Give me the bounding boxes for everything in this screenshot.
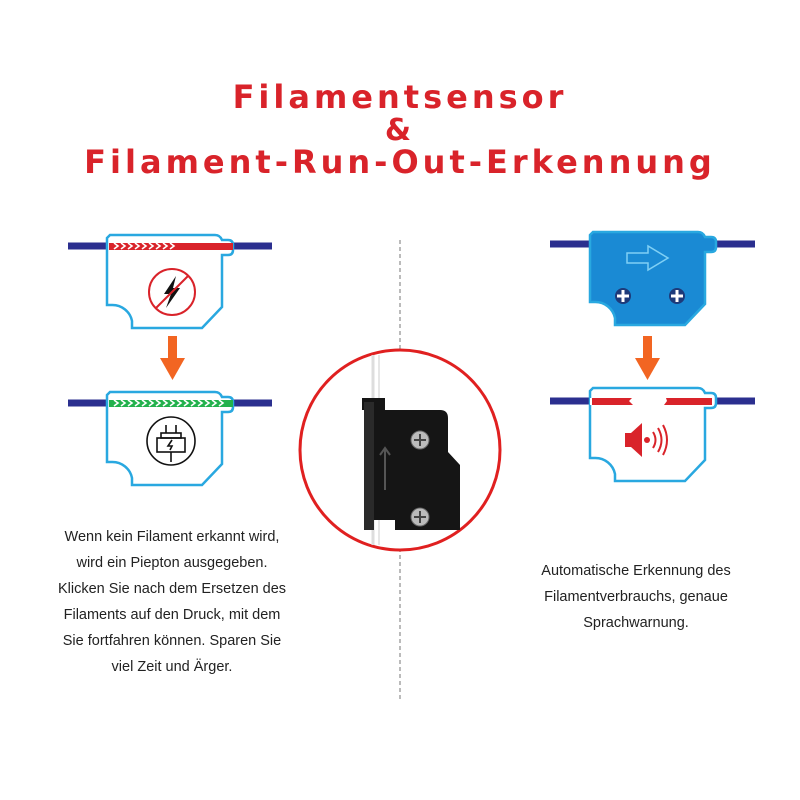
sensor-filament-runout [550,386,755,483]
left-description: Wenn kein Filament erkannt wird, wird ei… [22,524,322,680]
title-line-1: Filamentsensor [232,78,568,116]
description-line: Filamentverbrauchs, genaue [544,589,728,605]
sensor-filament-detected [68,390,272,487]
description-line: Automatische Erkennung des [541,563,731,579]
screw-icon [669,288,685,304]
sensor-photo [298,348,502,552]
description-line: Sprachwarnung. [583,615,689,631]
power-plug-icon [146,416,196,466]
description-line: Wenn kein Filament erkannt wird, [64,529,280,545]
description-line: Filaments auf den Druck, mit dem [63,607,281,623]
description-line: wird ein Piepton ausgegeben. [76,555,268,571]
sensor-filament-feeding [550,230,755,327]
sensor-no-filament-idle [68,233,272,330]
description-line: Klicken Sie nach dem Ersetzen des [57,581,287,597]
green-filament-segment [109,400,233,407]
title-ampersand: & [384,113,416,148]
arrow-down-icon [160,336,185,380]
screw-icon [615,288,631,304]
arrow-down-icon [635,336,660,380]
speaker-alarm-icon [625,423,668,457]
description-line: viel Zeit und Ärger. [111,659,233,675]
direction-arrow-icon [626,244,670,272]
red-filament-segment [109,243,233,250]
broken-filament-right [664,398,712,405]
no-power-icon [148,268,196,316]
description-line: Sie fortfahren können. Sparen Sie [62,633,282,649]
right-description: Automatische Erkennung des Filamentverbr… [486,558,786,636]
title-line-3: Filament-Run-Out-Erkennung [84,143,716,181]
broken-filament-left [592,398,633,405]
sensor-body [362,398,460,530]
